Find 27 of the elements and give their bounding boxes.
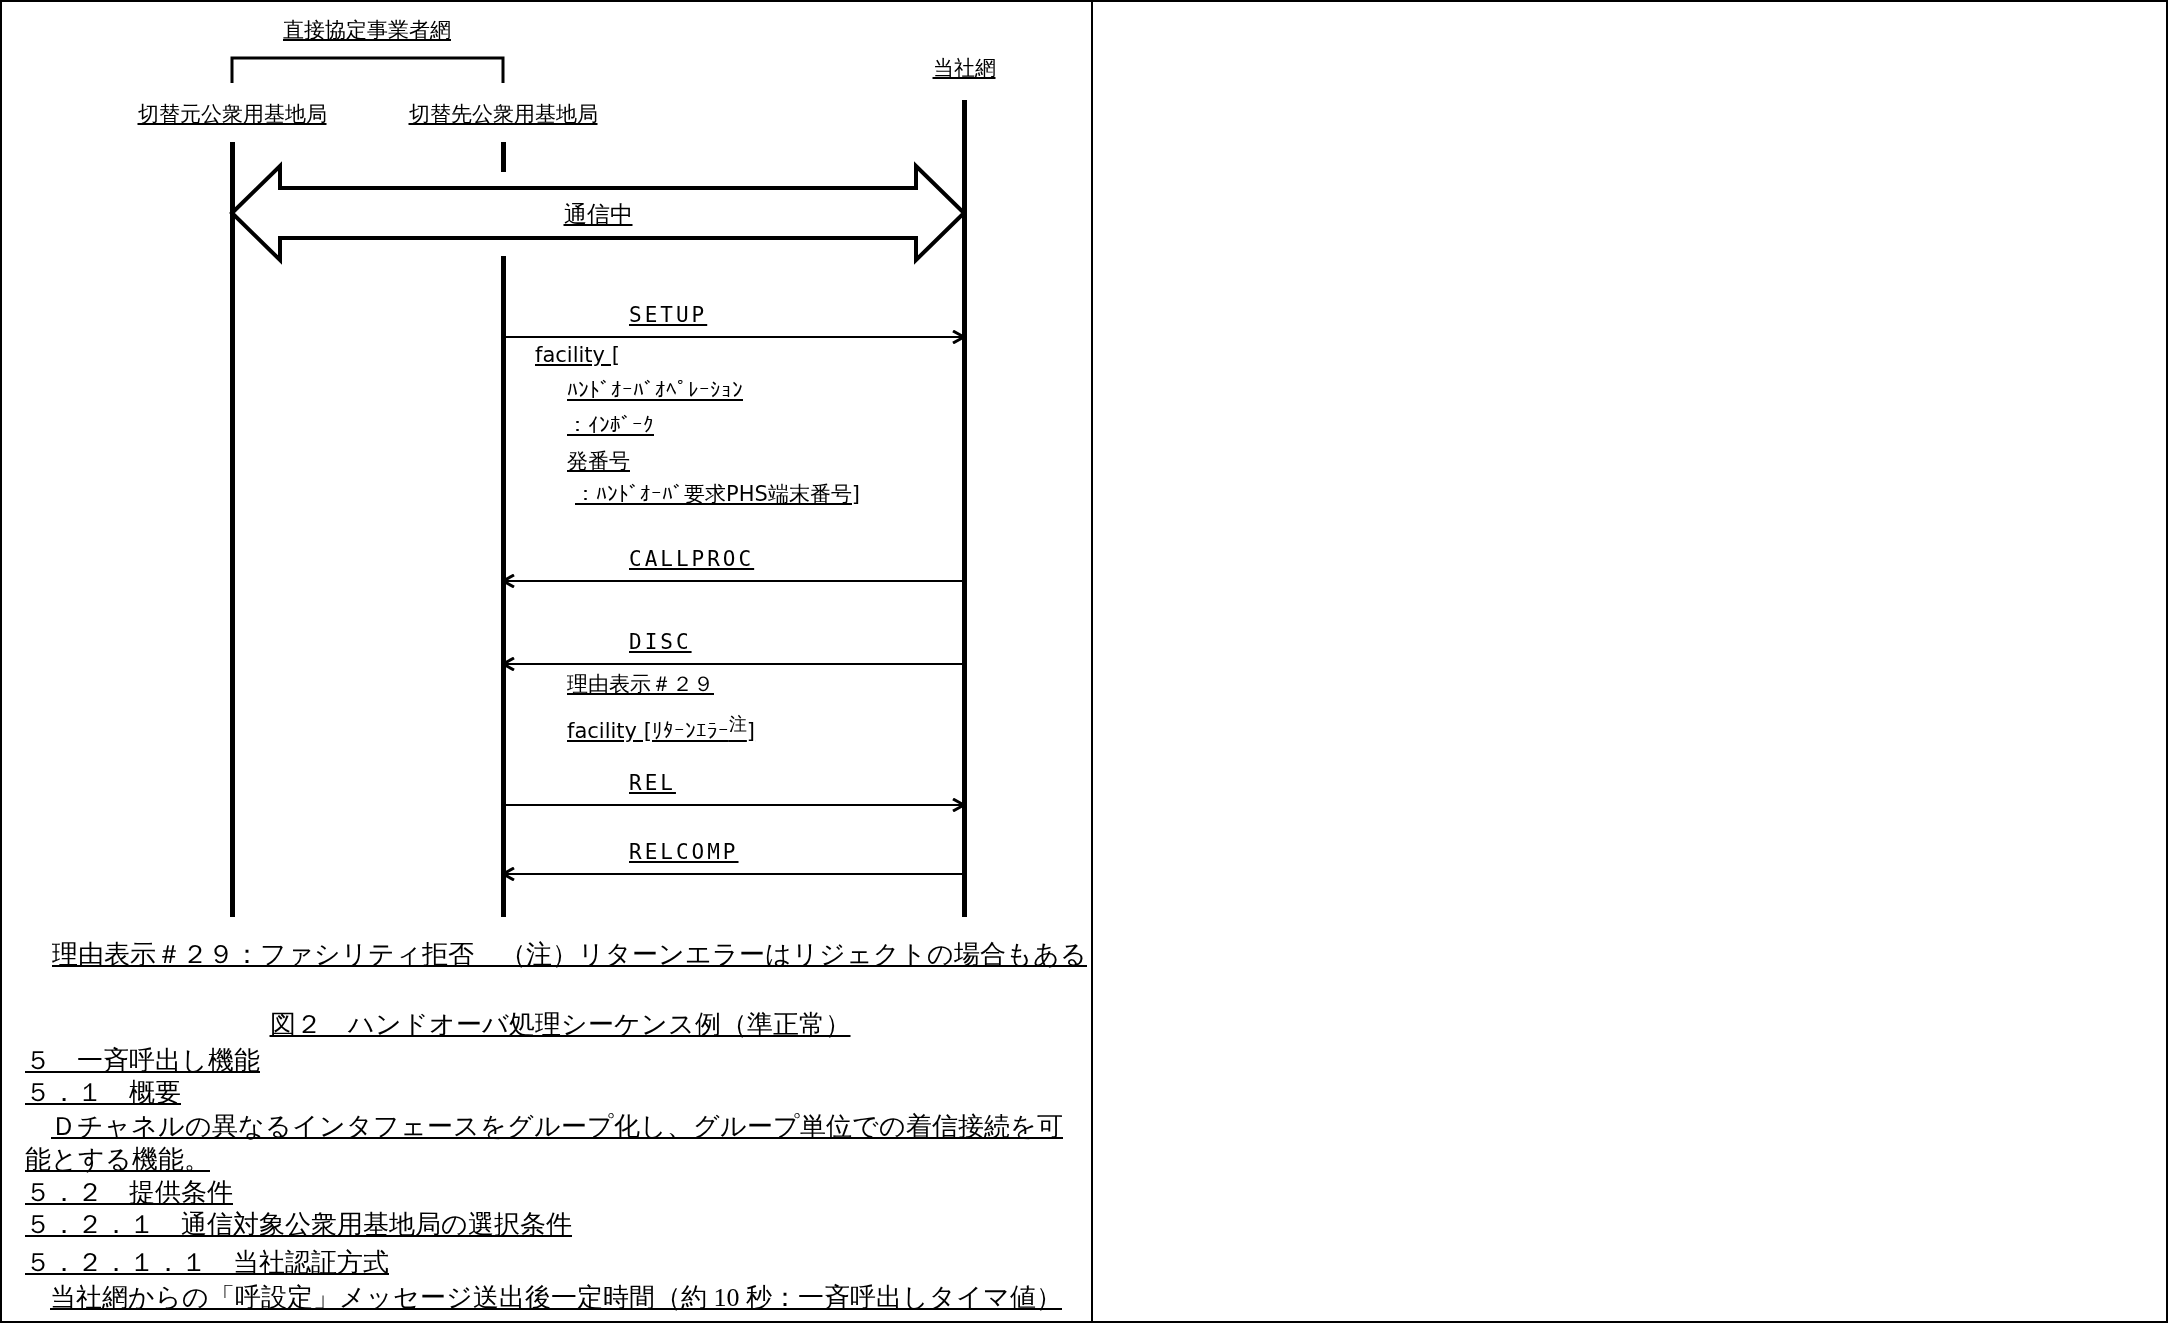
message-label: DISC [629,630,692,654]
section-heading: ５．２．１ 通信対象公衆用基地局の選択条件 [25,1209,572,1241]
section-heading: ５ 一斉呼出し機能 [25,1045,260,1077]
message-label: SETUP [629,303,708,327]
lifeline [137,100,327,917]
parameter-text: facility [ﾘﾀｰﾝｴﾗｰ$^{注}$] [567,713,756,743]
parameter-text: ：ｲﾝﾎﾞｰｸ [567,413,654,437]
lifeline-label: 切替先公衆用基地局 [408,101,598,128]
message-label: CALLPROC [629,547,755,571]
parameter-text: 理由表示＃２９ [567,671,714,698]
lifeline-label: 当社網 [932,55,996,82]
section-heading: ５．２ 提供条件 [25,1177,233,1209]
body-text: Ｄチャネルの異なるインタフェースをグループ化し、グループ単位での着信接続を可能とする機能。 [25,1111,1064,1176]
lifeline-label: 切替元公衆用基地局 [137,101,327,128]
message-label: REL [629,771,676,795]
note-text: 理由表示＃２９：ファシリティ拒否 （注）リターンエラーはリジェクトの場合もある [52,939,1087,971]
body-text: 当社網からの「呼設定」メッセージ送出後一定時間（約 10 秒：一斉呼出しタイマ値） [50,1282,1062,1314]
figure-caption: 図２ ハンドオーバ処理シーケンス例（準正常） [269,1009,851,1041]
parameter-text: facility [ [535,343,620,367]
parameter-text: ：ﾊﾝﾄﾞｵｰﾊﾞ要求PHS端末番号] [575,481,860,508]
parameter-text: ﾊﾝﾄﾞｵｰﾊﾞｵﾍﾟﾚｰｼｮﾝ [567,378,743,402]
section-heading: ５．１ 概要 [25,1077,181,1109]
group-title: 直接協定事業者網 [283,17,451,44]
section-heading: ５．２．１．１ 当社認証方式 [25,1247,389,1279]
lifeline [932,54,996,917]
message-label: RELCOMP [629,840,739,864]
parameter-text: 発番号 [567,448,630,475]
